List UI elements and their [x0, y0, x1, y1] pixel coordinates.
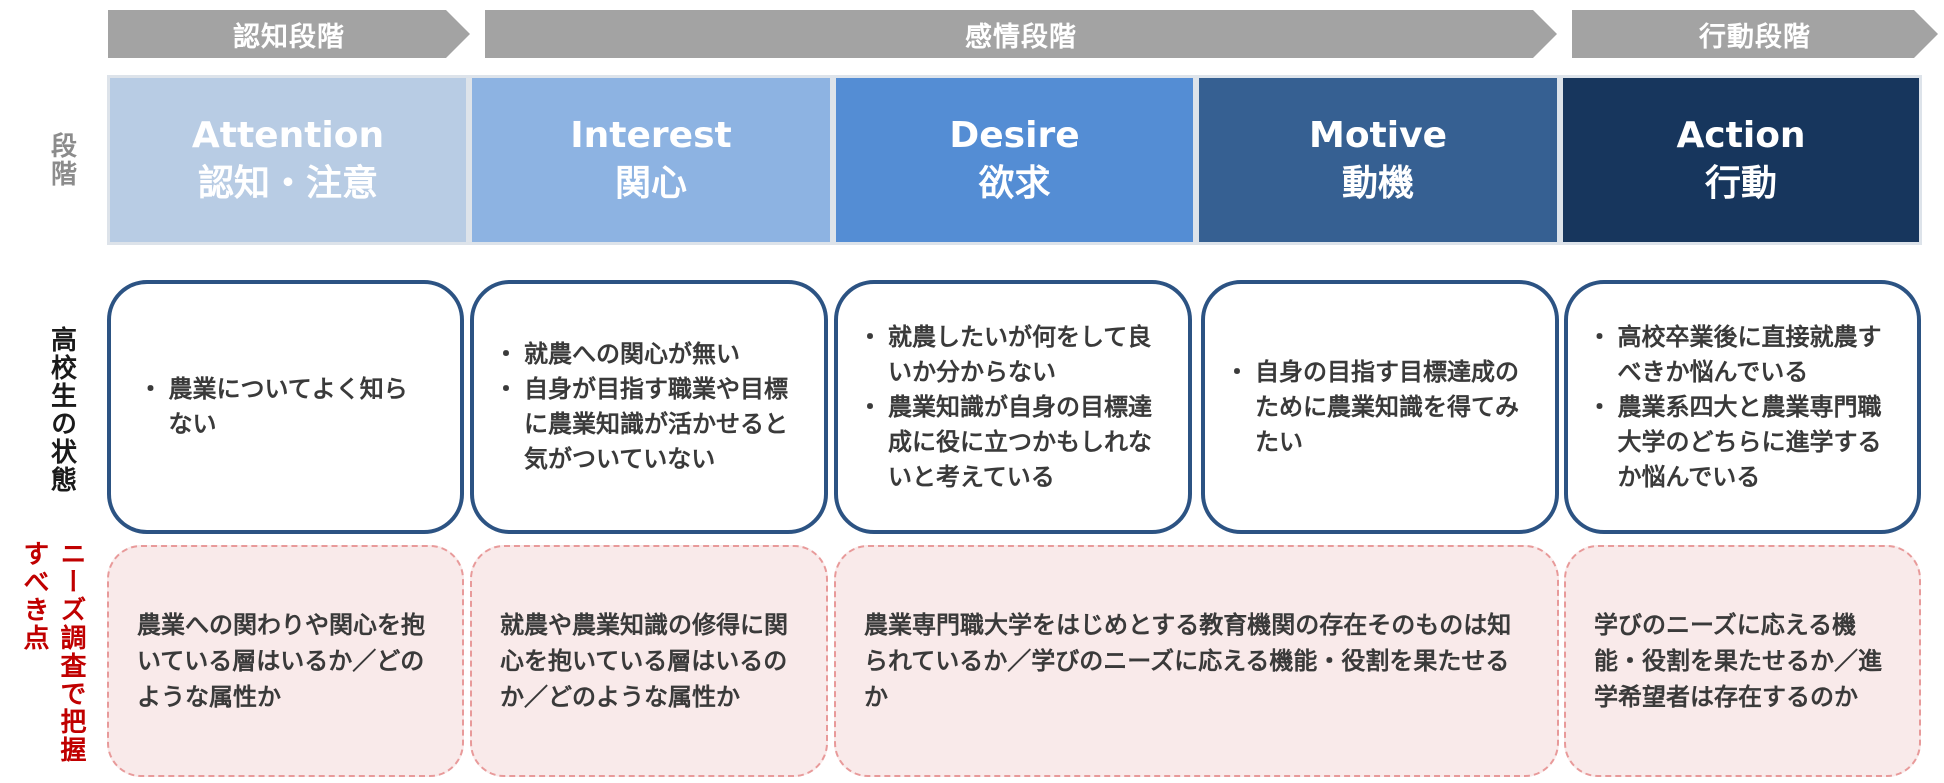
stage-name-ja: 関心: [614, 163, 687, 204]
state-card-action: 高校卒業後に直接就農すべきか悩んでいる 農業系四大と農業専門職大学のどちらに進学…: [1564, 280, 1921, 534]
stage-name-ja: 認知・注意: [197, 163, 378, 204]
needs-text: 農業専門職大学をはじめとする教育機関の存在そのものは知られているか／学びのニーズ…: [864, 611, 1512, 711]
state-card-motive: 自身の目指す目標達成のために農業知識を得てみたい: [1201, 280, 1559, 534]
state-item: 就農したいが何をして良いか分からない: [858, 320, 1162, 390]
stage-name-en: Interest: [570, 115, 732, 156]
stage-desire: Desire 欲求: [833, 75, 1196, 245]
row-label-needs: ニーズ調査で把握すべき点: [19, 540, 86, 764]
stage-action: Action 行動: [1560, 75, 1922, 245]
stage-interest: Interest 関心: [469, 75, 833, 245]
state-item: 自身が目指す職業や目標に農業知識が活かせると気がついていない: [494, 372, 798, 477]
needs-text: 就農や農業知識の修得に関心を抱いている層はいるのか／どのような属性か: [500, 611, 788, 711]
phase-arrow-emotion: 感情段階: [485, 10, 1557, 58]
stage-name-en: Motive: [1309, 115, 1447, 156]
needs-box-interest: 就農や農業知識の修得に関心を抱いている層はいるのか／どのような属性か: [470, 545, 828, 777]
row-label-stage: 段階: [46, 132, 77, 188]
phase-label: 感情段階: [965, 21, 1077, 53]
row-label-state: 高校生の状態: [46, 326, 77, 494]
stage-motive: Motive 動機: [1196, 75, 1560, 245]
state-item: 農業系四大と農業専門職大学のどちらに進学するか悩んでいる: [1588, 390, 1892, 495]
phase-label: 行動段階: [1699, 21, 1811, 53]
stage-name-ja: 行動: [1704, 163, 1777, 204]
phase-label: 認知段階: [233, 21, 345, 53]
state-card-interest: 就農への関心が無い 自身が目指す職業や目標に農業知識が活かせると気がついていない: [470, 280, 828, 534]
needs-box-action: 学びのニーズに応える機能・役割を果たせるか／進学希望者は存在するのか: [1564, 545, 1921, 777]
state-item: 農業知識が自身の目標達成に役に立つかもしれないと考えている: [858, 390, 1162, 495]
stage-name-ja: 動機: [1341, 163, 1414, 204]
stage-name-ja: 欲求: [978, 163, 1051, 204]
stage-attention: Attention 認知・注意: [107, 75, 469, 245]
state-card-attention: 農業についてよく知らない: [107, 280, 464, 534]
stage-name-en: Action: [1676, 115, 1806, 156]
stage-name-en: Attention: [191, 115, 385, 156]
state-item: 農業についてよく知らない: [139, 372, 427, 442]
state-item: 自身の目指す目標達成のために農業知識を得てみたい: [1225, 355, 1529, 460]
phase-arrow-action: 行動段階: [1572, 10, 1938, 58]
phase-arrow-awareness: 認知段階: [108, 10, 470, 58]
needs-text: 農業への関わりや関心を抱いている層はいるか／どのような属性か: [137, 611, 425, 711]
needs-box-attention: 農業への関わりや関心を抱いている層はいるか／どのような属性か: [107, 545, 464, 777]
state-card-desire: 就農したいが何をして良いか分からない 農業知識が自身の目標達成に役に立つかもしれ…: [834, 280, 1192, 534]
stage-name-en: Desire: [949, 115, 1080, 156]
needs-text: 学びのニーズに応える機能・役割を果たせるか／進学希望者は存在するのか: [1594, 611, 1882, 711]
needs-box-desire-motive: 農業専門職大学をはじめとする教育機関の存在そのものは知られているか／学びのニーズ…: [834, 545, 1559, 777]
state-item: 高校卒業後に直接就農すべきか悩んでいる: [1588, 320, 1892, 390]
state-item: 就農への関心が無い: [494, 337, 798, 372]
